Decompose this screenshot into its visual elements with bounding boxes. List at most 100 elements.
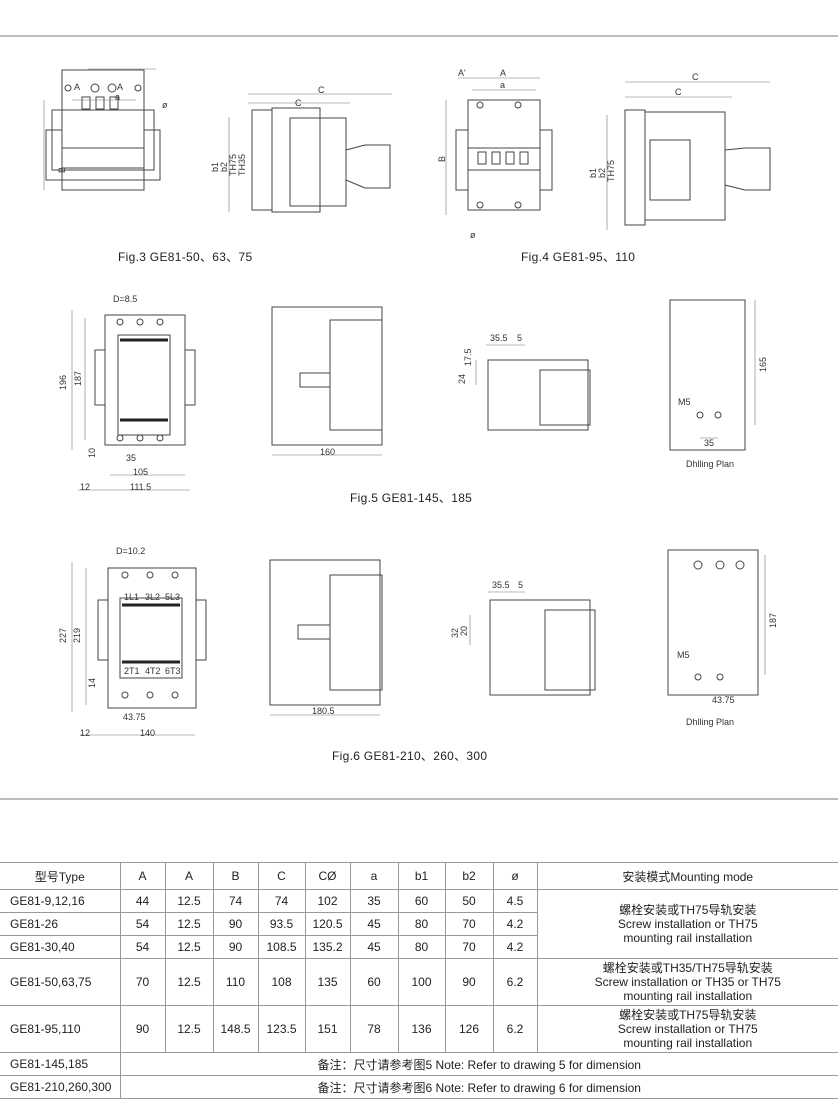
fig6-front-view (71, 562, 207, 736)
cell: 12.5 (164, 889, 214, 913)
fig3-side-view (228, 93, 392, 213)
fig3-caption: Fig.3 GE81-50、63、75 (118, 250, 253, 264)
fig6-terminal-6T3: 6T3 (165, 666, 181, 676)
fig6-caption: Fig.6 GE81-210、260、300 (332, 749, 488, 763)
fig5-dim-105: 105 (133, 467, 149, 477)
cell: 74 (212, 889, 259, 913)
fig6-plan-label: Dhlling Plan (686, 717, 735, 727)
fig5-dim-160: 160 (320, 447, 336, 457)
fig3-dim-B: B (57, 166, 67, 173)
fig5-side-view (271, 306, 383, 456)
cell-type: GE81-95,110 (0, 1005, 121, 1053)
fig5-dim-165: 165 (758, 356, 768, 372)
fig5-dim-35-plan: 35 (704, 438, 715, 448)
cell: 12.5 (164, 1005, 214, 1053)
cell: 54 (119, 935, 166, 959)
cell: 6.2 (492, 1005, 538, 1053)
cell: 90 (119, 1005, 166, 1053)
fig5-detail-view (475, 344, 591, 431)
fig6-dim-140: 140 (140, 728, 156, 738)
fig6-dim-227: 227 (58, 627, 68, 643)
fig5-dim-111-5: 111.5 (130, 482, 152, 492)
fig5-dim-12: 12 (80, 482, 91, 492)
cell-type: GE81-210,260,300 (0, 1075, 121, 1099)
cell: 12.5 (164, 912, 214, 936)
cell: 90 (444, 958, 494, 1006)
fig3-dim-phi: ø (162, 100, 168, 110)
fig3-dim-C-inner: C (295, 98, 302, 108)
table-note-row: GE81-145,185 备注：尺寸请参考图5 Note: Refer to d… (0, 1052, 838, 1076)
fig6-dim-14: 14 (87, 677, 97, 688)
fig6-dim-D: D=10.2 (116, 546, 146, 556)
header-a: a (349, 862, 399, 890)
fig5-plan-label: Dhlling Plan (686, 459, 735, 469)
cell: 44 (119, 889, 166, 913)
cell: 90 (212, 912, 259, 936)
cell: 70 (444, 935, 494, 959)
fig6-terminal-2T1: 2T1 (124, 666, 140, 676)
cell-type: GE81-9,12,16 (0, 889, 121, 913)
fig6-terminal-3L2: 3L2 (145, 592, 161, 602)
cell: 60 (349, 958, 399, 1006)
cell: 6.2 (492, 958, 538, 1006)
fig5-caption: Fig.5 GE81-145、185 (350, 491, 473, 505)
fig5-dim-35: 35 (126, 453, 137, 463)
fig6-drilling-plan (667, 549, 766, 696)
cell: 45 (349, 912, 399, 936)
fig6-dim-43-75-plan: 43.75 (712, 695, 735, 705)
cell-note: 备注：尺寸请参考图5 Note: Refer to drawing 5 for … (119, 1052, 838, 1076)
fig3-front-view (43, 68, 161, 191)
cell: 74 (257, 889, 306, 913)
header-C: C (257, 862, 306, 890)
fig4-caption: Fig.4 GE81-95、110 (521, 250, 636, 264)
cell: 4.5 (492, 889, 538, 913)
fig5-dim-17-5: 17.5 (463, 348, 473, 366)
header-phi: ø (492, 862, 538, 890)
fig6-dim-219: 219 (72, 627, 82, 643)
cell: 151 (304, 1005, 351, 1053)
fig4-dim-a: a (500, 80, 506, 90)
cell-type: GE81-30,40 (0, 935, 121, 959)
cell: 93.5 (257, 912, 306, 936)
header-A-prime: A (164, 862, 214, 890)
fig5-dim-5: 5 (517, 333, 523, 343)
cell: 80 (397, 912, 446, 936)
cell: 135.2 (304, 935, 351, 959)
table-header-row: 型号Type A A B C CØ a b1 b2 ø 安装模式Mounting… (0, 862, 838, 890)
fig4-dim-C-inner: C (675, 87, 682, 97)
cell: 70 (119, 958, 166, 1006)
fig6-terminal-4T2: 4T2 (145, 666, 161, 676)
fig4-front-view (445, 77, 553, 215)
cell-type: GE81-26 (0, 912, 121, 936)
dimension-table: 型号Type A A B C CØ a b1 b2 ø 安装模式Mounting… (0, 862, 838, 1099)
fig6-dim-20: 20 (459, 625, 469, 636)
top-divider (0, 35, 838, 37)
fig4-dim-C-outer: C (692, 72, 699, 82)
fig5-dim-D: D=8.5 (113, 294, 138, 304)
cell: 80 (397, 935, 446, 959)
header-C-phi: CØ (304, 862, 351, 890)
fig6-dim-M5: M5 (677, 650, 690, 660)
cell: 135 (304, 958, 351, 1006)
cell: 123.5 (257, 1005, 306, 1053)
cell: 126 (444, 1005, 494, 1053)
fig6-terminal-5L3: 5L3 (165, 592, 181, 602)
cell-type: GE81-50,63,75 (0, 958, 121, 1006)
cell: 70 (444, 912, 494, 936)
cell-note: 备注：尺寸请参考图6 Note: Refer to drawing 6 for … (119, 1075, 838, 1099)
header-A: A (119, 862, 166, 890)
fig6-dim-35-5: 35.5 (492, 580, 510, 590)
cell: 12.5 (164, 935, 214, 959)
cell: 100 (397, 958, 446, 1006)
cell: 78 (349, 1005, 399, 1053)
fig5-dim-10: 10 (87, 447, 97, 458)
fig3-dim-a: a (115, 92, 121, 102)
fig5-dim-35-5: 35.5 (490, 333, 508, 343)
